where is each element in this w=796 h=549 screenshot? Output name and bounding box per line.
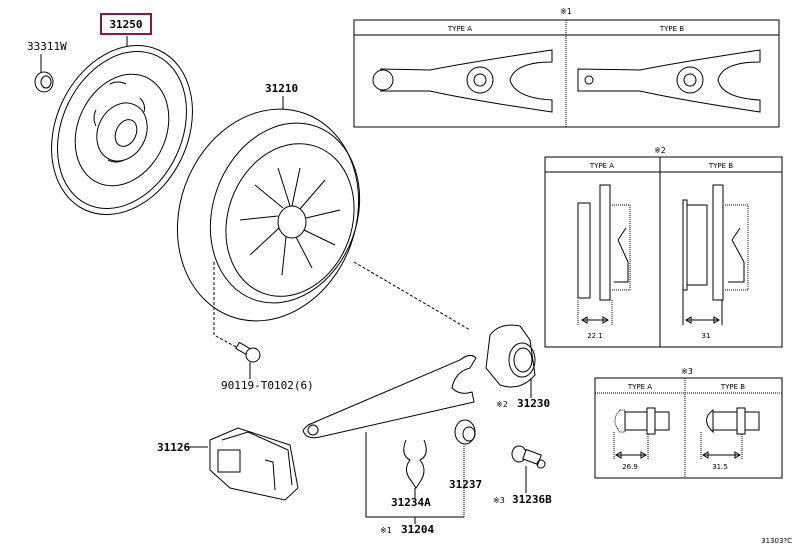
release-fork[interactable] bbox=[302, 354, 477, 439]
callout-31126[interactable]: 31126 bbox=[157, 441, 190, 454]
inset3-dim-a: 26.9 bbox=[622, 463, 638, 471]
fork-clip[interactable] bbox=[403, 439, 427, 489]
stud-type-b-drawing bbox=[700, 407, 760, 460]
bearing-type-a-drawing bbox=[577, 184, 631, 325]
inset2-dim-b: 31 bbox=[702, 332, 711, 340]
inset3-note: ※3 bbox=[681, 367, 693, 376]
inset1-type-b: TYPE B bbox=[659, 25, 684, 33]
callout-31204-note: ※1 bbox=[380, 526, 392, 535]
callout-90119-T0102[interactable]: 90119-T0102(6) bbox=[221, 379, 314, 392]
callout-31234A[interactable]: 31234A bbox=[391, 496, 431, 509]
callout-31250[interactable]: 31250 bbox=[109, 18, 142, 31]
callout-31236B[interactable]: 31236B bbox=[512, 493, 552, 506]
release-fork-boot[interactable] bbox=[209, 427, 299, 501]
inset1-type-a: TYPE A bbox=[447, 25, 472, 33]
bolt[interactable] bbox=[235, 341, 261, 363]
stud-type-a-drawing bbox=[613, 407, 670, 460]
pilot-bearing[interactable] bbox=[34, 71, 54, 93]
callout-31236B-note: ※3 bbox=[493, 496, 505, 505]
clutch-disc[interactable] bbox=[25, 22, 219, 237]
inset2-dim-a: 22.1 bbox=[587, 332, 603, 340]
callout-33311W[interactable]: 33311W bbox=[27, 40, 67, 53]
highlight-box bbox=[100, 13, 152, 35]
inset1-note: ※1 bbox=[560, 7, 572, 16]
inset-fork-types: ※1 TYPE A TYPE B bbox=[353, 7, 780, 128]
pivot-stud[interactable] bbox=[511, 445, 546, 469]
inset-bearing-types: ※2 TYPE A TYPE B 22.1 31 bbox=[544, 146, 783, 348]
inset2-type-b: TYPE B bbox=[708, 162, 733, 170]
inset2-note: ※2 bbox=[654, 146, 666, 155]
inset3-type-b: TYPE B bbox=[720, 383, 745, 391]
release-bearing[interactable] bbox=[485, 324, 536, 388]
inset2-type-a: TYPE A bbox=[589, 162, 614, 170]
bearing-type-b-drawing bbox=[682, 184, 749, 325]
clutch-cover[interactable] bbox=[148, 83, 387, 346]
inset-stud-types: ※3 TYPE A TYPE B 26.9 31.5 bbox=[594, 367, 783, 479]
pivot-seat[interactable] bbox=[454, 419, 476, 445]
callout-31210[interactable]: 31210 bbox=[265, 82, 298, 95]
fork-type-b-drawing bbox=[577, 49, 761, 113]
fork-type-a-drawing bbox=[372, 49, 553, 113]
callout-31230-note: ※2 bbox=[496, 400, 508, 409]
inset3-type-a: TYPE A bbox=[627, 383, 652, 391]
callout-31204[interactable]: 31204 bbox=[401, 523, 434, 536]
diagram-id: 31303?C bbox=[761, 537, 792, 545]
inset3-dim-b: 31.5 bbox=[712, 463, 728, 471]
callout-31230[interactable]: 31230 bbox=[517, 397, 550, 410]
callout-31237[interactable]: 31237 bbox=[449, 478, 482, 491]
